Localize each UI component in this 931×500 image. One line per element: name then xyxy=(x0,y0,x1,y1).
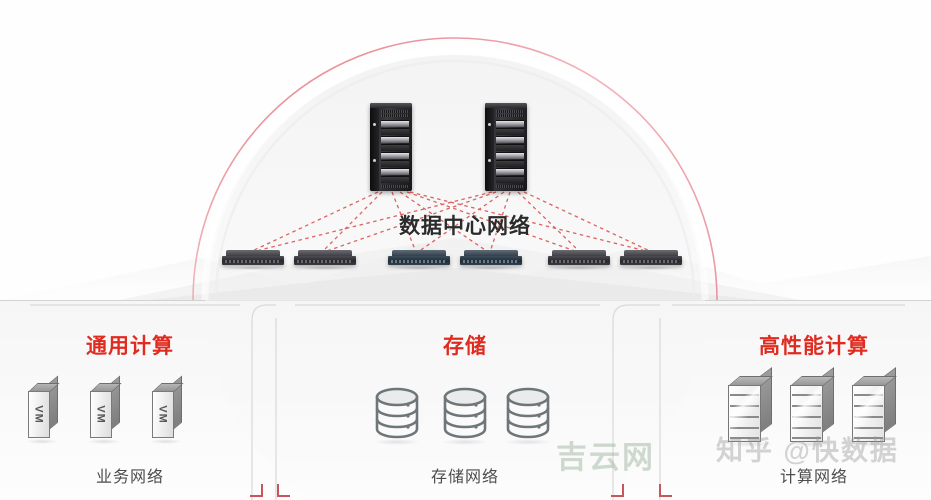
vm-box-1-label: VM xyxy=(33,405,45,424)
server-rack-3-shadow xyxy=(851,441,897,447)
switch-business-2-top xyxy=(298,250,352,257)
switch-compute-1-top xyxy=(552,250,606,257)
core-server-right-side-panel xyxy=(485,103,494,191)
switch-storage-1-shadow xyxy=(390,266,448,270)
vm-box-3-shadow xyxy=(150,439,182,444)
switch-business-2-ports xyxy=(297,260,353,263)
switch-business-1-face xyxy=(222,256,284,265)
switch-storage-1-ports xyxy=(391,260,447,263)
database-icon-1 xyxy=(375,387,419,439)
database-cylinder-3[interactable] xyxy=(505,385,551,445)
core-server-left[interactable] xyxy=(370,103,412,191)
corner-bracket-left-a xyxy=(250,484,263,497)
switch-business-1-top xyxy=(226,250,280,257)
core-server-left-body xyxy=(370,103,412,191)
divider-left-outer xyxy=(251,304,276,500)
server-rack-3[interactable] xyxy=(851,366,897,447)
database-icon-2 xyxy=(443,387,487,439)
corner-bracket-right-b xyxy=(659,484,672,497)
database-cylinder-1[interactable] xyxy=(374,385,420,445)
vm-box-2-label: VM xyxy=(95,405,107,424)
switch-compute-1-ports xyxy=(551,260,607,263)
vm-box-1[interactable]: VM xyxy=(26,375,60,444)
database-icon-3 xyxy=(506,387,550,439)
zone-title-storage: 存储 xyxy=(443,335,487,358)
database-cylinder-2[interactable] xyxy=(442,385,488,445)
zone-caption-storage-network: 存储网络 xyxy=(430,469,499,486)
arc-inner-shade xyxy=(214,59,696,301)
vm-box-1-shadow xyxy=(26,439,58,444)
switch-compute-2-top xyxy=(624,250,678,257)
red-arc xyxy=(192,37,718,301)
vm-box-2-shadow xyxy=(88,439,120,444)
corner-bracket-left-b xyxy=(277,484,290,497)
corner-bracket-right-a xyxy=(611,484,624,497)
arc-halo xyxy=(201,46,709,301)
switch-storage-2-ports xyxy=(463,260,519,263)
database-cylinder-3-shadow xyxy=(505,439,551,445)
switch-business-2-shadow xyxy=(296,266,354,270)
switch-storage-2-shadow xyxy=(462,266,520,270)
zone-title-general-computing: 通用计算 xyxy=(86,335,174,358)
vm-box-3-front xyxy=(152,391,174,438)
data-center-network-label: 数据中心网络 xyxy=(399,215,531,238)
core-server-right-body xyxy=(485,103,527,191)
database-cylinder-2-shadow xyxy=(442,439,488,445)
server-rack-3-slots xyxy=(854,388,883,440)
database-cylinder-1-shadow xyxy=(374,439,420,445)
vm-box-2[interactable]: VM xyxy=(88,375,122,444)
switch-storage-1[interactable] xyxy=(388,250,450,270)
server-rack-2[interactable] xyxy=(789,366,835,447)
server-rack-2-slots xyxy=(792,388,821,440)
zone-caption-business-network: 业务网络 xyxy=(95,469,164,486)
server-rack-2-shadow xyxy=(789,441,835,447)
vm-box-3-label: VM xyxy=(157,405,169,424)
switch-business-2[interactable] xyxy=(294,250,356,270)
switch-compute-2[interactable] xyxy=(620,250,682,270)
switch-storage-1-top xyxy=(392,250,446,257)
switch-storage-2[interactable] xyxy=(460,250,522,270)
switch-storage-2-face xyxy=(460,256,522,265)
server-rack-1-slots xyxy=(730,388,759,440)
zone-caption-computing-network: 计算网络 xyxy=(779,469,848,486)
switch-business-1[interactable] xyxy=(222,250,284,270)
switch-compute-1-face xyxy=(548,256,610,265)
switch-compute-2-face xyxy=(620,256,682,265)
switch-compute-1-shadow xyxy=(550,266,608,270)
switch-business-2-face xyxy=(294,256,356,265)
core-server-right-top xyxy=(485,103,527,108)
switch-compute-1[interactable] xyxy=(548,250,610,270)
server-rack-1[interactable] xyxy=(727,366,773,447)
server-rack-1-shadow xyxy=(727,441,773,447)
vm-box-2-front xyxy=(90,391,112,438)
switch-storage-1-face xyxy=(388,256,450,265)
network-links xyxy=(249,191,653,253)
hill-silhouette-core xyxy=(150,268,760,300)
core-server-left-top xyxy=(370,103,412,108)
core-server-left-side-panel xyxy=(370,103,379,191)
divider-right-inner xyxy=(612,304,660,500)
vm-box-3[interactable]: VM xyxy=(150,375,184,444)
vm-box-1-front xyxy=(28,391,50,438)
zone-title-high-performance-computing: 高性能计算 xyxy=(759,335,869,358)
switch-compute-2-ports xyxy=(623,260,679,263)
switch-business-1-shadow xyxy=(224,266,282,270)
switch-storage-2-top xyxy=(464,250,518,257)
switch-compute-2-shadow xyxy=(622,266,680,270)
switch-business-1-ports xyxy=(225,260,281,263)
core-server-right[interactable] xyxy=(485,103,527,191)
